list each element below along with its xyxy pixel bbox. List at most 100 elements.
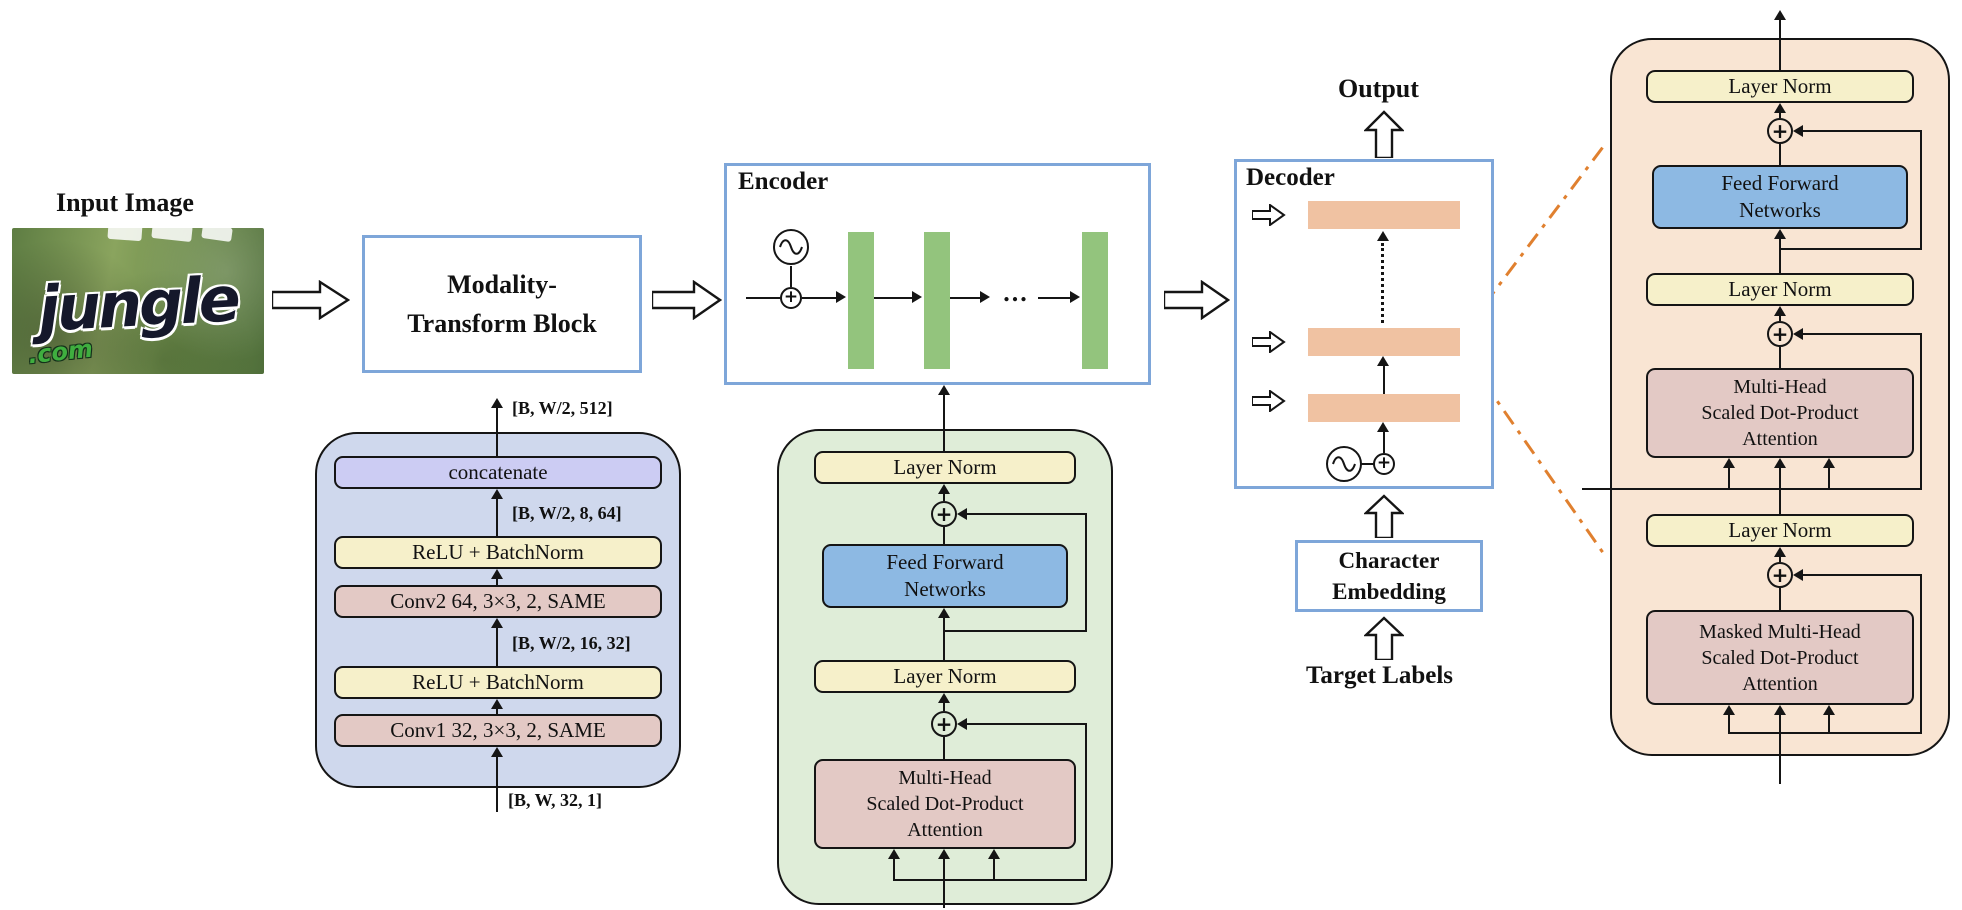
shape-label-output: [B, W/2, 512] xyxy=(512,398,613,418)
connector xyxy=(1828,468,1830,489)
input-image-photo: jungle .com xyxy=(12,228,264,374)
masked-mha-text-line3: Attention xyxy=(1742,672,1818,695)
connector xyxy=(1780,248,1922,250)
target-labels-label: Target Labels xyxy=(1306,662,1453,689)
decoder-label: Decoder xyxy=(1246,164,1335,191)
connector xyxy=(1779,316,1781,321)
shape-label-after-conv2: [B, W/2, 8, 64] xyxy=(512,503,622,523)
conv2-block: Conv2 64, 3×3, 2, SAME xyxy=(334,585,662,618)
photo-cropped-text-fragment xyxy=(201,228,233,243)
layer-norm-text: Layer Norm xyxy=(1728,73,1832,98)
connector xyxy=(943,395,945,451)
arrowhead xyxy=(938,608,950,618)
input-arrow-icon xyxy=(1252,331,1286,353)
connector xyxy=(1920,574,1922,734)
arrowhead xyxy=(1793,569,1803,581)
relu-batchnorm-text: ReLU + BatchNorm xyxy=(412,669,584,694)
connector xyxy=(790,266,792,287)
arrowhead xyxy=(957,508,967,520)
arrowhead xyxy=(988,849,1000,859)
conv1-block: Conv1 32, 3×3, 2, SAME xyxy=(334,714,662,747)
connector xyxy=(993,859,995,880)
flow-arrow-icon xyxy=(272,280,350,320)
feed-forward-text-line2: Networks xyxy=(1739,198,1821,222)
connector xyxy=(496,628,498,666)
arrowhead xyxy=(957,718,967,730)
decoder-feature-bar xyxy=(1308,328,1460,356)
arrowhead xyxy=(1793,328,1803,340)
add-icon xyxy=(1767,321,1793,347)
encoder-feature-bar xyxy=(1082,232,1108,369)
positional-encoding-icon xyxy=(1326,446,1362,482)
masked-mha-text-line1: Masked Multi-Head xyxy=(1699,620,1861,643)
connector xyxy=(1779,588,1781,610)
arrowhead xyxy=(491,699,503,709)
layer-norm-block: Layer Norm xyxy=(1646,70,1914,103)
modality-transform-block: Modality- Transform Block xyxy=(362,235,642,373)
arrowhead xyxy=(491,398,503,408)
feed-forward-block: Feed Forward Networks xyxy=(1652,165,1908,229)
encoder-label: Encoder xyxy=(738,168,829,195)
arrowhead xyxy=(1774,103,1786,113)
character-embedding-line1: Character xyxy=(1338,547,1440,573)
arrowhead xyxy=(1823,705,1835,715)
modality-transform-label-line2: Transform Block xyxy=(407,309,597,338)
multi-head-attention-block: Multi-Head Scaled Dot-Product Attention xyxy=(814,759,1076,849)
connector xyxy=(1728,715,1730,733)
masked-mha-text-line2: Scaled Dot-Product xyxy=(1701,646,1859,669)
arrowhead xyxy=(491,618,503,628)
mha-text-line2: Scaled Dot-Product xyxy=(1701,402,1859,424)
connector xyxy=(943,618,945,660)
arrowhead xyxy=(1823,458,1835,468)
arrowhead xyxy=(888,849,900,859)
photo-domain-text: .com xyxy=(26,334,95,370)
connector xyxy=(943,859,945,880)
connector xyxy=(1779,734,1781,784)
connector xyxy=(893,859,895,880)
arrowhead xyxy=(1377,356,1389,366)
decoder-feature-bar xyxy=(1308,394,1460,422)
connector xyxy=(966,513,1086,515)
connector xyxy=(1802,333,1921,335)
arrowhead xyxy=(1774,547,1786,557)
relu-batchnorm-text: ReLU + BatchNorm xyxy=(412,539,584,564)
connector-encoder-input xyxy=(1582,488,1922,490)
mha-text-line2: Scaled Dot-Product xyxy=(866,793,1024,815)
connector xyxy=(1920,333,1922,490)
input-arrow-icon xyxy=(1252,204,1286,226)
connector xyxy=(874,297,912,299)
connector xyxy=(496,757,498,812)
connector xyxy=(1802,574,1921,576)
arrowhead xyxy=(938,385,950,395)
connector xyxy=(1779,490,1781,514)
connector xyxy=(1728,468,1730,489)
connector xyxy=(1038,297,1070,299)
connector xyxy=(802,297,836,299)
mha-text-line1: Multi-Head xyxy=(898,767,992,789)
encoder-feature-bar xyxy=(848,232,874,369)
connector xyxy=(1779,468,1781,489)
arrowhead xyxy=(938,484,950,494)
flow-arrow-icon xyxy=(1364,110,1404,158)
arrowhead xyxy=(912,291,922,303)
connector xyxy=(943,881,945,908)
arrowhead xyxy=(1774,10,1786,20)
connector xyxy=(1802,130,1921,132)
connector xyxy=(1779,20,1781,70)
arrowhead xyxy=(1774,458,1786,468)
encoder-ellipsis: ... xyxy=(1003,278,1029,307)
connector xyxy=(943,737,945,759)
character-embedding-line2: Embedding xyxy=(1332,579,1446,604)
add-icon xyxy=(780,287,802,309)
arrowhead xyxy=(938,693,950,703)
arrowhead xyxy=(1723,705,1735,715)
concatenate-block: concatenate xyxy=(334,456,662,489)
layer-norm-text: Layer Norm xyxy=(893,663,997,688)
arrowhead xyxy=(1793,125,1803,137)
layer-norm-text: Layer Norm xyxy=(893,454,997,479)
arrowhead xyxy=(491,569,503,579)
shape-label-input: [B, W, 32, 1] xyxy=(508,790,603,810)
add-icon xyxy=(1767,118,1793,144)
connector xyxy=(943,703,945,711)
